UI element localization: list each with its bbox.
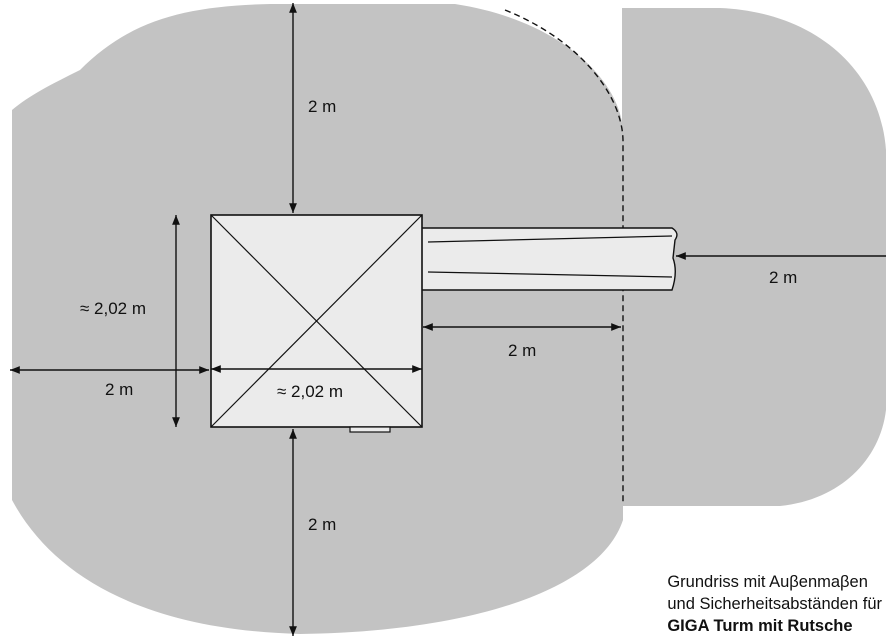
label-right: 2 m xyxy=(769,268,797,287)
caption-line-1: Grundriss mit Auβenmaβen xyxy=(667,573,868,591)
tower-diagonal-2 xyxy=(210,214,423,428)
label-height: ≈ 2,02 m xyxy=(80,299,146,318)
tower-step xyxy=(349,426,391,433)
zone-boundary-dashed xyxy=(504,9,624,505)
caption-line-2: und Sicherheitsabständen für xyxy=(667,595,882,613)
caption: Grundriss mit Auβenmaβen und Sicherheits… xyxy=(667,571,882,637)
label-top: 2 m xyxy=(308,97,336,116)
label-left: 2 m xyxy=(105,380,133,399)
label-slide-gap: 2 m xyxy=(508,341,536,360)
slide-rail-top xyxy=(427,235,673,243)
label-width: ≈ 2,02 m xyxy=(277,382,343,401)
label-bottom: 2 m xyxy=(308,515,336,534)
caption-title: GIGA Turm mit Rutsche xyxy=(667,617,853,635)
slide-rail-bottom xyxy=(427,271,673,278)
slide xyxy=(419,227,678,291)
